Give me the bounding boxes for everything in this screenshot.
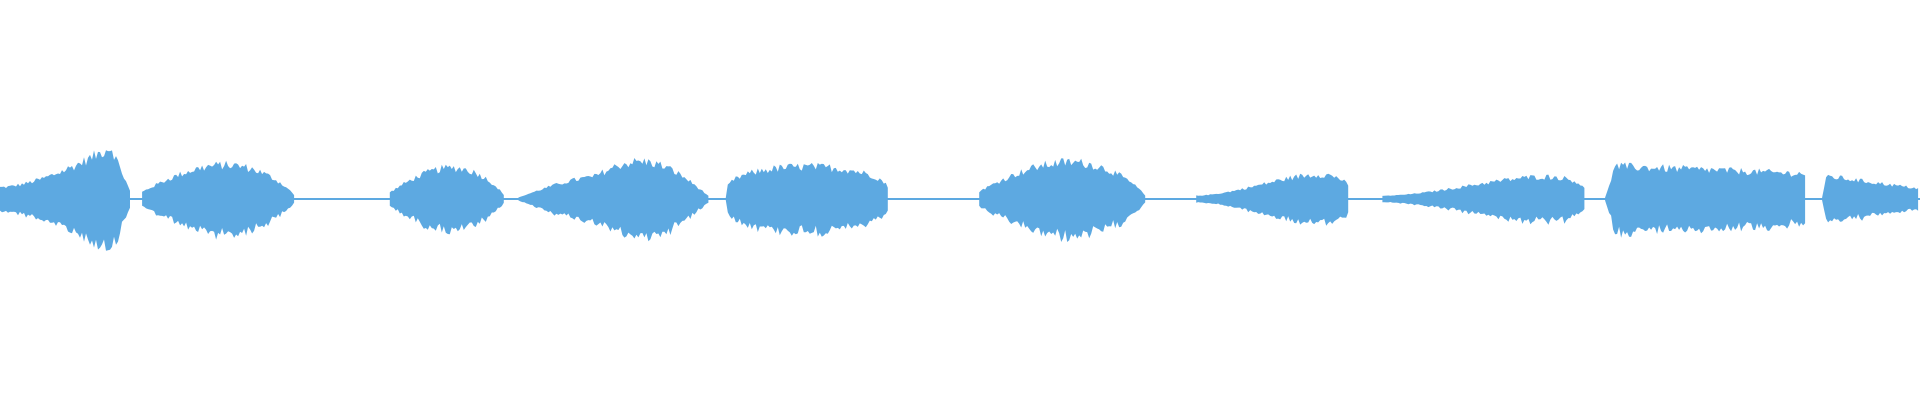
waveform-segment-10 [1822,174,1919,223]
waveform-segment-6 [979,158,1146,242]
waveform-segment-1 [0,150,130,251]
waveform-baseline [0,198,1920,200]
waveform-segment-7 [1196,173,1349,226]
waveform-segment-4 [518,158,709,242]
waveform-segment-5 [725,163,888,237]
waveform-segment-2 [142,160,295,240]
waveform-segment-3 [389,164,504,235]
waveform-segment-9 [1605,162,1806,238]
waveform-segment-8 [1382,174,1585,225]
